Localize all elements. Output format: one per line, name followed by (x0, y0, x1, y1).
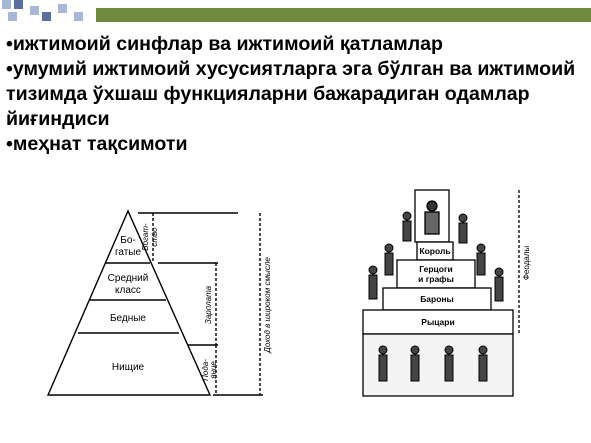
tier-knights (362, 309, 514, 335)
tier-label: класс (115, 285, 141, 296)
feudal-hierarchy-diagram: Король Герцоги и графы Бароны Рыцари Фео… (362, 189, 531, 397)
peasant-figure (378, 345, 388, 355)
side-label: ство (150, 227, 159, 247)
pyramid-outline (46, 209, 212, 396)
knight-figure (368, 265, 378, 275)
decor-square (58, 4, 67, 13)
axis-label: Доход в широком смысле (263, 257, 272, 354)
tier-peasants (362, 333, 514, 397)
decor-square (42, 12, 51, 21)
noble-figure (384, 243, 394, 253)
tier-label: Средний (108, 273, 149, 284)
bullet-list: ижтимоий синфлар ва ижтимоий қатламлар у… (6, 32, 586, 157)
tier-label: гатые (115, 247, 142, 258)
axis-label: Феодалы (522, 246, 531, 281)
knight-figure (494, 267, 504, 277)
tier-label: Бо- (120, 235, 135, 246)
side-label: Зарплата (204, 285, 213, 324)
noble-figure (458, 213, 468, 223)
peasant-figure (478, 345, 488, 355)
decor-square (30, 6, 39, 15)
side-label: Пода- (201, 359, 210, 381)
side-label: яние (209, 361, 218, 380)
king-figure (426, 200, 438, 212)
noble-figure (402, 211, 412, 221)
header-decoration (0, 0, 591, 26)
class-pyramid-diagram: Бо- гатые Средний класс Бедные Нищие Бог… (46, 209, 272, 396)
bullet-item: умумий ижтимоий хусусиятларга эга бўлган… (6, 57, 586, 132)
header-band (96, 8, 591, 22)
peasant-figure (444, 345, 454, 355)
bullet-item: меҳнат тақсимоти (6, 132, 586, 157)
decor-square (14, 0, 23, 9)
decor-square (74, 12, 83, 21)
tier-label: Бароны (420, 294, 454, 304)
noble-figure (476, 243, 486, 253)
tier-label: Герцоги (419, 264, 453, 274)
tier-label: Рыцари (421, 317, 454, 327)
bullet-item: ижтимоий синфлар ва ижтимоий қатламлар (6, 32, 586, 57)
decor-square (2, 0, 11, 9)
decor-square (8, 12, 17, 21)
tier-label: и графы (418, 274, 454, 284)
peasant-figure (410, 345, 420, 355)
tier-label: Нищие (112, 362, 145, 373)
side-label: Богат- (141, 223, 150, 251)
tier-label: Король (419, 246, 450, 256)
tier-label: Бедные (110, 313, 146, 324)
tier-dukes (396, 259, 476, 289)
